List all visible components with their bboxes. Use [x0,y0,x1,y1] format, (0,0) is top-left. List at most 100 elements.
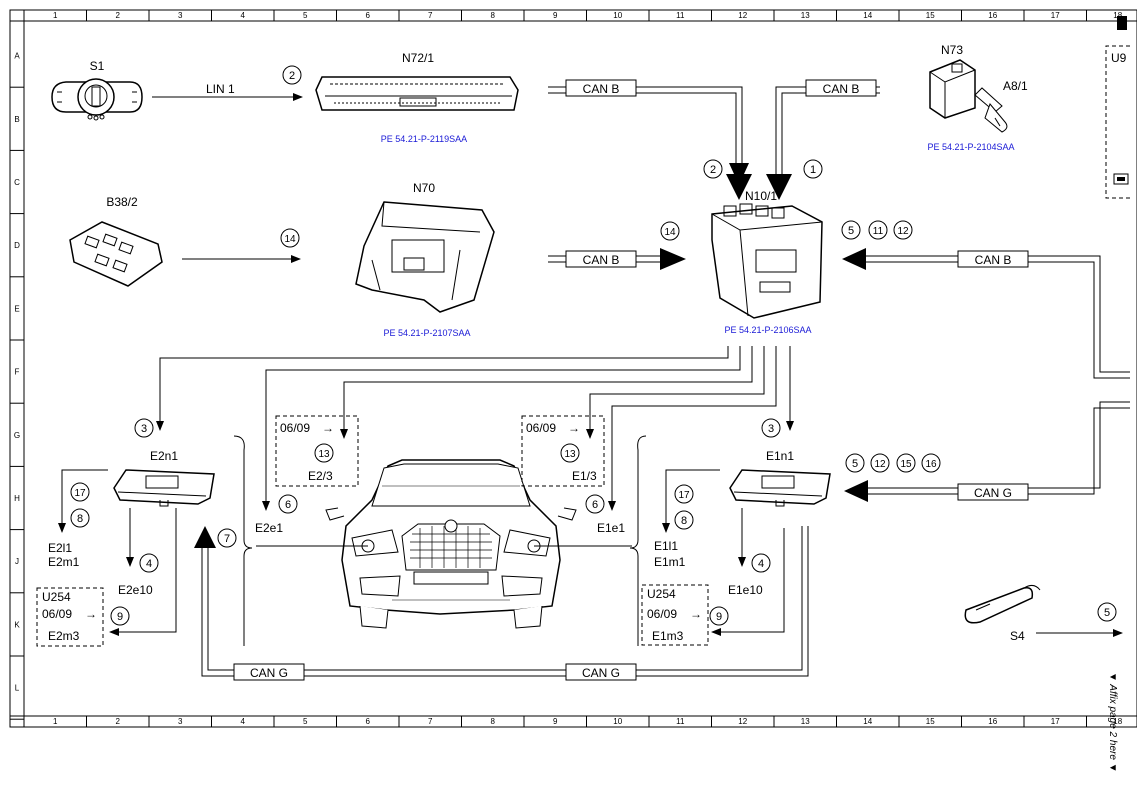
marker-number: 4 [146,558,152,570]
grid-column-label: 9 [553,717,558,726]
grid-row-label: E [14,304,19,313]
grid-column-label: 1 [53,717,58,726]
label-e1l1: E1l1 [654,539,678,553]
n73-ignition-switch-icon [929,59,1008,133]
marker-number: 8 [681,515,687,527]
marker-circle [841,220,861,240]
n72-1-panel-icon [315,76,519,111]
label-e1e1: E1e1 [597,521,625,535]
label-a8-1: A8/1 [1003,79,1028,93]
grid-column-label: 13 [801,717,810,726]
label-e2-3: E2/3 [308,469,333,483]
marker-number: 13 [318,449,330,460]
grid-column-label: 7 [428,717,433,726]
label-e2m1: E2m1 [48,555,80,569]
grid-column-label: 3 [178,717,183,726]
bus-arrowheads [194,174,868,548]
grid-row-label: A [14,52,20,61]
marker-circle [803,159,823,179]
grid-column-label: 5 [303,11,308,20]
grid-column-label: 15 [926,717,935,726]
grid-column-label: 8 [491,717,496,726]
grid-row-label: K [14,620,20,629]
label-e2l1: E2l1 [48,541,72,555]
marker-number: 5 [1104,607,1110,619]
marker-number: 6 [285,499,291,511]
grid-column-label: 11 [676,11,685,20]
n70-overhead-panel-icon [355,201,495,313]
marker-number: 16 [925,459,937,470]
can-b-label-1: CAN B [583,82,620,96]
marker-number: 5 [852,458,858,470]
marker-number: 3 [141,423,147,435]
marker-circle [660,221,680,241]
marker-number: 12 [874,459,886,470]
ref-n70: PE 54.21-P-2107SAA [383,328,470,338]
marker-number: 4 [758,558,764,570]
marker-circle [709,606,729,626]
marker-number: 12 [897,226,909,237]
marker-number: 6 [592,499,598,511]
marker-circle [893,220,913,240]
marker-number: 2 [289,70,295,82]
frame [9,9,1137,728]
grid-column-label: 12 [738,717,747,726]
marker-circle [896,453,916,473]
ref-n72-1: PE 54.21-P-2119SAA [381,134,467,144]
label-e1-3: E1/3 [572,469,597,483]
lin-1-label: LIN 1 [206,82,235,96]
can-b-label-2: CAN B [823,82,860,96]
date-right: 06/09 [647,607,677,621]
marker-number: 8 [77,513,83,525]
grid-column-label: 10 [613,717,622,726]
grid-row-label: F [15,368,20,377]
marker-number: 9 [716,611,722,623]
grid-column-label: 15 [926,11,935,20]
marker-number: 5 [848,225,854,237]
grid-column-label: 3 [178,11,183,20]
label-n10-1: N10/1 [745,189,777,203]
marker-number: 14 [664,227,676,238]
arrow-glyph-left: → [85,607,97,621]
marker-circle [921,453,941,473]
label-e2e1: E2e1 [255,521,283,535]
ref-n10-1: PE 54.21-P-2106SAA [724,325,811,335]
marker-circle [674,484,694,504]
affix-note: ▼ Affix page 2 here ▼ [1107,672,1118,773]
date-left: 06/09 [42,607,72,621]
wiring [58,86,1130,677]
label-u254-left: U254 [42,590,71,604]
can-b-label-3: CAN B [583,253,620,267]
b38-2-sensor-icon [69,221,163,287]
grid-row-label: D [14,241,20,250]
grid-column-label: 17 [1051,717,1060,726]
grid-column-label: 2 [116,11,121,20]
grid-row-label: H [14,494,20,503]
bus-labels: CAN B CAN B CAN B CAN B CAN G CAN G CAN … [206,79,1029,681]
label-s4: S4 [1010,629,1025,643]
marker-number: 14 [284,234,296,245]
marker-circle [217,528,237,548]
ref-n73: PE 54.21-P-2104SAA [927,142,1014,152]
marker-number: 1 [810,164,816,176]
marker-number: 9 [117,611,123,623]
grid-column-label: 2 [116,717,121,726]
grid-column-label: 5 [303,717,308,726]
grid-columns: 1122334455667788991010111112121313141415… [53,10,1123,727]
grid-column-label: 1 [53,11,58,20]
marker-number: 13 [564,449,576,460]
can-g-label-2: CAN G [250,666,288,680]
grid-column-label: 18 [1113,11,1122,20]
arrow-glyph-e1-3: → [568,421,580,435]
date-e2-3: 06/09 [280,421,310,435]
marker-number: 15 [900,459,912,470]
label-e2m3: E2m3 [48,629,80,643]
dashed-boxes [36,45,1130,647]
date-e1-3: 06/09 [526,421,556,435]
marker-circle [280,228,300,248]
grid-column-label: 10 [613,11,622,20]
s1-switch-icon [51,78,143,121]
grid-column-label: 4 [241,717,246,726]
